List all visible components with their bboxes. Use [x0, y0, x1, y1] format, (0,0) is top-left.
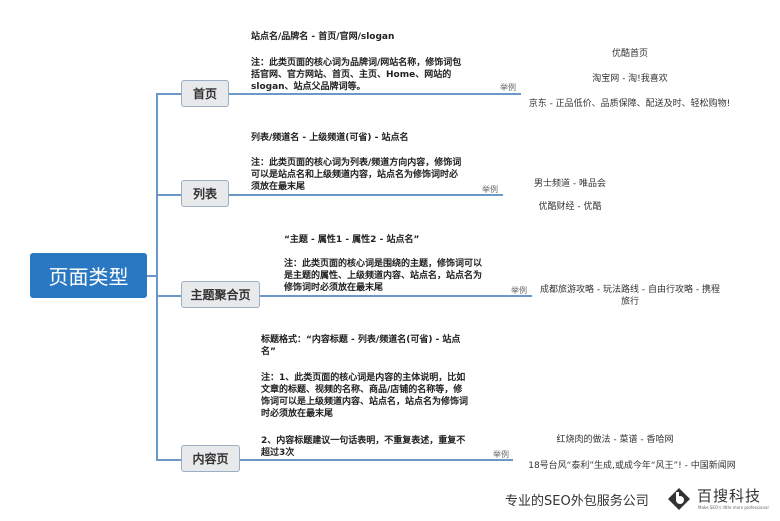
- example-label: 举例: [511, 286, 527, 295]
- example-item: 红烧肉的做法 - 菜谱 - 香哈网: [556, 435, 674, 445]
- trunk-connector: [156, 93, 158, 460]
- format-text: “主题 - 属性1 - 属性2 - 站点名”: [284, 235, 420, 245]
- connector: [260, 295, 532, 297]
- example-item: 18号台风“泰利”生成,或成今年“风王”! - 中国新闻网: [528, 461, 736, 471]
- format-text: 标题格式：“内容标题 - 列表/频道名(可省) - 站点名”: [261, 335, 461, 357]
- example-label: 举例: [493, 450, 509, 459]
- connector: [229, 194, 503, 196]
- branch-homepage[interactable]: 首页: [181, 80, 229, 107]
- footer-slogan: 专业的SEO外包服务公司: [505, 494, 649, 509]
- branch-topic-aggregation[interactable]: 主题聚合页: [181, 281, 260, 308]
- example-label: 举例: [482, 185, 498, 194]
- example-item: 优酷财经 - 优酷: [538, 202, 602, 212]
- connector: [156, 194, 182, 196]
- example-item: 成都旅游攻略 - 玩法路线 - 自由行攻略 - 携程旅行: [540, 285, 720, 307]
- note-text: 注：此类页面的核心词为品牌词/网站名称，修饰词包括官网、官方网站、首页、主页、H…: [251, 58, 462, 92]
- root-node[interactable]: 页面类型: [30, 253, 147, 298]
- logo-text: 百搜科技: [697, 487, 762, 505]
- example-item: 淘宝网 - 淘!我喜欢: [592, 74, 668, 84]
- connector: [156, 459, 182, 461]
- example-item: 男士频道 - 唯品会: [534, 179, 606, 189]
- logo-icon: [667, 487, 691, 511]
- note-text: 注：此类页面的核心词为列表/频道方向内容，修饰词可以是站点名和上级频道内容，站点…: [251, 158, 462, 192]
- note-text: 注：此类页面的核心词是围绕的主题，修饰词可以是主题的属性、上级频道内容、站点名，…: [284, 259, 483, 293]
- note-text: 注：1、此类页面的核心词是内容的主体说明，比如文章的标题、视频的名称、商品/店铺…: [261, 373, 469, 419]
- connector: [147, 275, 157, 277]
- logo-tagline: Make SEO's little more professional: [698, 505, 769, 510]
- example-label: 举例: [500, 83, 516, 92]
- connector: [156, 93, 182, 95]
- format-text: 站点名/品牌名 - 首页/官网/slogan: [251, 32, 395, 42]
- connector: [229, 93, 521, 95]
- connector: [240, 459, 513, 461]
- branch-content-page[interactable]: 内容页: [181, 445, 240, 472]
- note-text-2: 2、内容标题建议一句话表明，不重复表述，重复不超过3次: [261, 436, 466, 458]
- example-item: 京东 - 正品低价、品质保障、配送及时、轻松购物!: [528, 99, 731, 109]
- format-text: 列表/频道名 - 上级频道(可省) - 站点名: [251, 133, 409, 143]
- branch-list[interactable]: 列表: [181, 180, 229, 207]
- example-item: 优酷首页: [611, 49, 648, 59]
- connector: [156, 295, 182, 297]
